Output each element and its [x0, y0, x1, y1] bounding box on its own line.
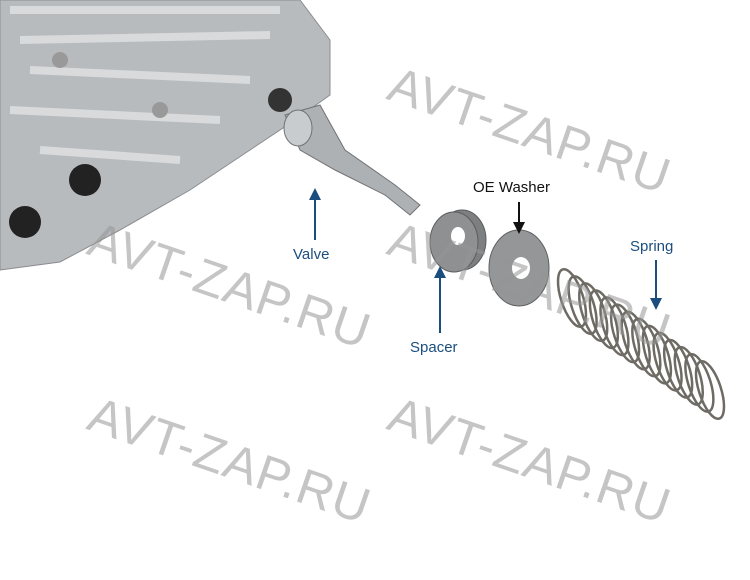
spring	[556, 268, 726, 420]
spring-label: Spring	[630, 238, 674, 255]
valve-arrow	[309, 188, 321, 240]
oe-washer-label: OE Washer	[473, 179, 550, 196]
washer-arrow	[513, 202, 525, 234]
spacer	[429, 209, 487, 273]
arrows	[309, 188, 662, 333]
oe-washer	[488, 229, 550, 307]
spring-coil	[684, 352, 715, 413]
spring-arrow	[650, 260, 662, 310]
valve	[283, 104, 421, 216]
valve-body	[0, 0, 331, 271]
spacer-arrow	[434, 266, 446, 333]
valve-label: Valve	[293, 246, 330, 263]
spring-coil	[694, 360, 726, 420]
spacer-label: Spacer	[410, 339, 458, 356]
